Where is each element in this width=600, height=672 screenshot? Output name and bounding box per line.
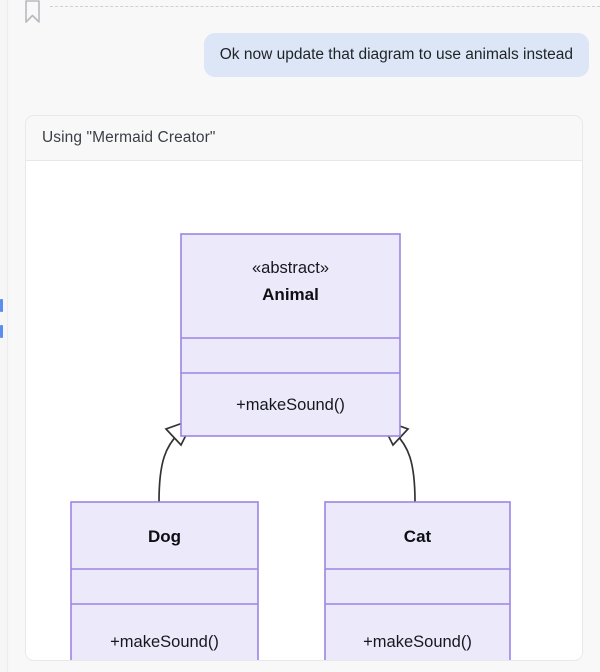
uml-class-dog[interactable]: Dog +makeSound() (70, 501, 259, 660)
tool-card-header[interactable]: Using "Mermaid Creator" (26, 116, 582, 161)
rail-marker-2[interactable] (0, 325, 3, 338)
user-message-row: Ok now update that diagram to use animal… (9, 33, 600, 77)
tool-invocation-card: Using "Mermaid Creator" (25, 115, 583, 661)
diagram-canvas[interactable]: «abstract» Animal +makeSound() Dog +make… (26, 161, 582, 660)
tool-card-title: Using "Mermaid Creator" (42, 129, 216, 146)
top-strip (9, 0, 600, 26)
bookmark-icon[interactable] (24, 0, 41, 24)
left-gutter-rail (0, 0, 8, 672)
content-column: Ok now update that diagram to use animal… (9, 0, 600, 672)
uml-animal-name: Animal (262, 285, 319, 304)
user-message-bubble: Ok now update that diagram to use animal… (203, 33, 589, 77)
uml-class-diagram-svg: «abstract» Animal +makeSound() Dog +make… (70, 233, 511, 660)
uml-cat-name: Cat (404, 527, 432, 546)
section-divider (50, 6, 600, 7)
uml-cat-method-0: +makeSound() (363, 633, 472, 651)
uml-dog-name: Dog (148, 527, 181, 546)
rail-marker-1[interactable] (0, 299, 3, 312)
uml-dog-method-0: +makeSound() (110, 633, 219, 651)
uml-class-cat[interactable]: Cat +makeSound() (324, 501, 511, 660)
uml-animal-stereotype: «abstract» (252, 259, 329, 277)
uml-animal-method-0: +makeSound() (236, 396, 345, 414)
uml-class-animal[interactable]: «abstract» Animal +makeSound() (180, 233, 401, 437)
